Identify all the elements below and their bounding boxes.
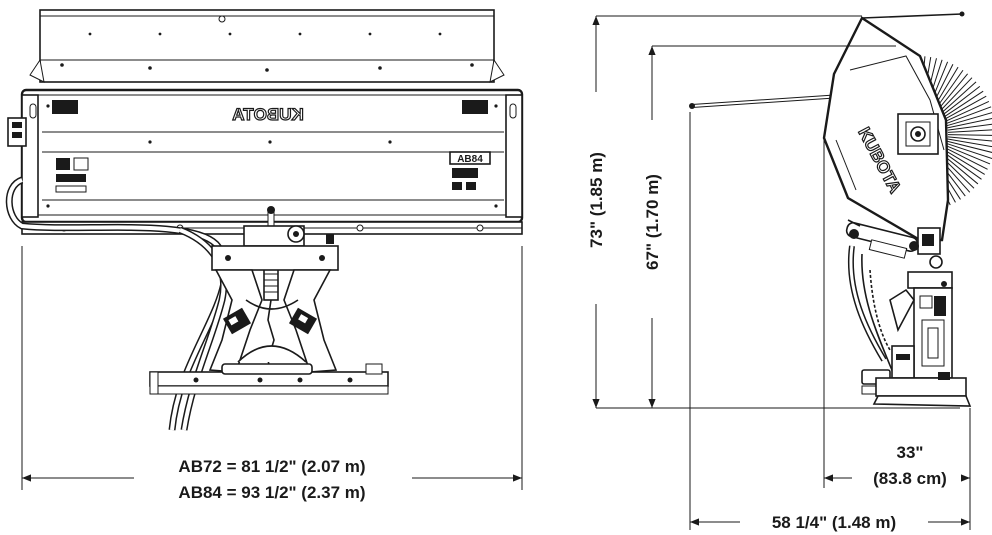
bristle-line — [936, 73, 968, 112]
side-hood-height-dimension: 67" (1.70 m) — [643, 46, 662, 408]
svg-text:AB84: AB84 — [457, 154, 483, 165]
side-total-height-dimension: 73" (1.85 m) — [587, 16, 606, 408]
bristle-line — [939, 81, 977, 115]
bristle-line — [941, 86, 981, 117]
side-mount-frame — [889, 271, 953, 379]
bristle-line — [943, 95, 987, 120]
bristle-line — [947, 129, 992, 133]
svg-text:73" (1.85 m): 73" (1.85 m) — [587, 152, 606, 248]
front-width-dimension: AB72 = 81 1/2" (2.07 m) AB84 = 93 1/2" (… — [21, 246, 523, 502]
bristle-line — [945, 145, 991, 165]
bristle-line — [943, 149, 985, 175]
svg-text:33": 33" — [897, 443, 924, 462]
side-hoses — [848, 245, 897, 381]
front-model-plate: AB84 — [449, 151, 491, 165]
bristle-line — [947, 118, 992, 129]
bristle-line — [942, 151, 982, 180]
bristle-line — [947, 136, 992, 142]
svg-text:(83.8 cm): (83.8 cm) — [873, 469, 947, 488]
side-gearbox — [897, 113, 939, 155]
side-pivot-bracket — [917, 227, 943, 269]
front-width-label-ab84: AB84 = 93 1/2" (2.37 m) — [178, 483, 365, 502]
bristle-line — [947, 134, 992, 136]
side-depth-dimension: 33" (83.8 cm) — [824, 443, 970, 488]
front-upper-carrier — [211, 245, 339, 271]
side-base-plate — [861, 369, 972, 407]
side-view: KUBOTA — [587, 11, 992, 532]
svg-text:KUBOTA: KUBOTA — [232, 105, 303, 124]
bristle-line — [947, 138, 992, 148]
front-mount-plate — [149, 363, 389, 395]
side-handle-rod — [689, 94, 843, 109]
bristle-line — [944, 147, 988, 170]
svg-text:58 1/4" (1.48 m): 58 1/4" (1.48 m) — [772, 513, 896, 532]
front-housing — [7, 88, 524, 224]
bristle-line — [946, 112, 992, 127]
front-view: KUBOTA AB84 — [5, 9, 524, 502]
bristle-line — [942, 90, 984, 118]
bristle-line — [945, 100, 990, 122]
side-deflector-rod — [861, 13, 963, 19]
svg-text:67" (1.70 m): 67" (1.70 m) — [643, 174, 662, 270]
bristle-line — [938, 77, 973, 113]
bristle-line — [945, 106, 992, 125]
bristle-line — [947, 123, 992, 131]
side-hydraulic-cylinder — [845, 219, 919, 259]
front-width-label-ab72: AB72 = 81 1/2" (2.07 m) — [178, 457, 365, 476]
front-brand-logo: KUBOTA — [228, 104, 308, 125]
front-quick-attach-frame — [208, 269, 338, 373]
side-length-dimension: 58 1/4" (1.48 m) — [690, 513, 970, 532]
bristle-line — [946, 140, 992, 153]
side-extension-lines — [596, 15, 971, 530]
bristle-line — [946, 142, 992, 159]
front-hood — [29, 9, 505, 83]
